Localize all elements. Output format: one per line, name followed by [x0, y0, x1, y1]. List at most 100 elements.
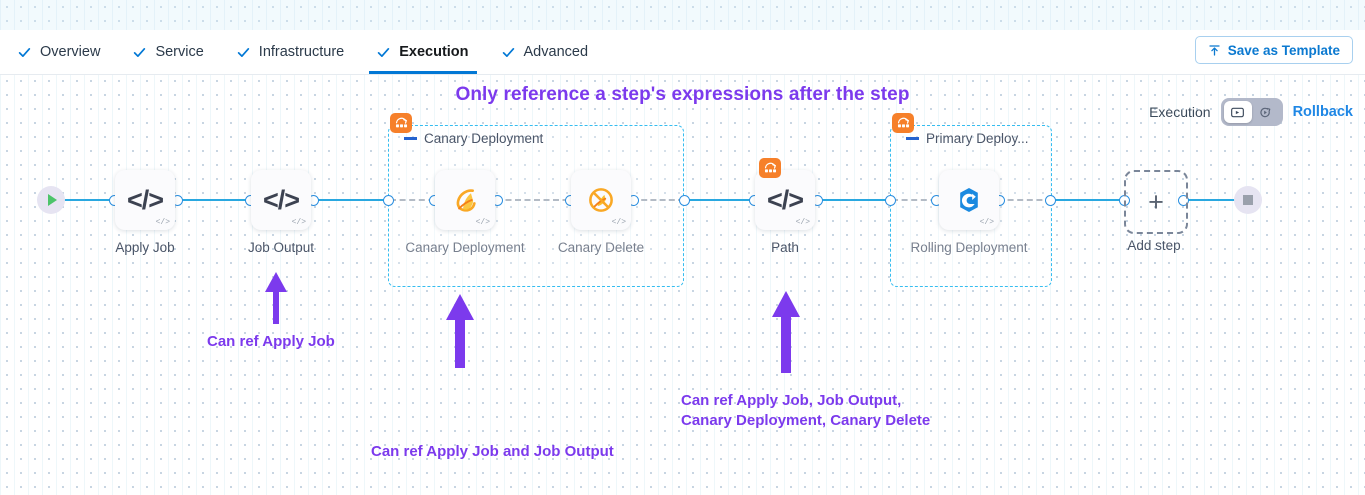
- edge-path-group2: [816, 199, 894, 201]
- tab-label: Execution: [399, 44, 469, 60]
- port[interactable]: [1178, 195, 1189, 206]
- check-icon: [134, 47, 146, 57]
- code-icon: </>: [126, 184, 164, 215]
- code-icon: </>: [262, 184, 300, 215]
- check-icon: [377, 47, 390, 57]
- annotation-line-2: Canary Deployment, Canary Delete: [681, 412, 931, 429]
- step-node-canary-delete[interactable]: </>: [571, 170, 631, 230]
- edge-applyjob-joboutput: [176, 199, 258, 201]
- edge-group1-path: [682, 199, 760, 201]
- execution-play-rect-icon: [1231, 107, 1244, 117]
- step-label-canary-delete: Canary Delete: [557, 240, 645, 255]
- add-step-button[interactable]: +: [1124, 170, 1188, 234]
- execution-label: Execution: [1149, 104, 1211, 120]
- step-group-icon: [897, 117, 909, 128]
- code-badge-icon: </>: [611, 218, 626, 227]
- execution-mode-button[interactable]: [1223, 101, 1252, 123]
- group-collapse-dash[interactable]: [906, 137, 919, 140]
- canvas-top-strip: [0, 0, 1365, 30]
- tab-bar: Overview Service Infrastructure Executio…: [0, 30, 1365, 75]
- tab-infrastructure[interactable]: Infrastructure: [237, 30, 344, 74]
- check-icon: [502, 47, 514, 57]
- execution-rollback-control: Execution Rollback: [1149, 98, 1353, 126]
- step-label-job-output: Job Output: [247, 240, 315, 255]
- edge-group2-addstep: [1050, 199, 1128, 201]
- active-tab-underline: [369, 71, 477, 74]
- step-node-path[interactable]: </> </>: [755, 170, 815, 230]
- execution-mode-toggle[interactable]: [1220, 98, 1283, 126]
- group-title-label: Primary Deploy...: [926, 131, 1029, 146]
- pipeline-end-node[interactable]: [1234, 186, 1262, 214]
- step-node-canary-deployment[interactable]: </>: [435, 170, 495, 230]
- code-badge-icon: </>: [795, 218, 810, 227]
- port[interactable]: [885, 195, 896, 206]
- edge-rolling-group2end: [998, 199, 1052, 201]
- group-collapse-dash[interactable]: [404, 137, 417, 140]
- tab-label: Service: [155, 44, 204, 60]
- stop-icon: [1243, 195, 1253, 205]
- check-icon: [18, 47, 31, 57]
- edge-canarydeploy-canarydelete: [496, 199, 578, 201]
- group-title-label: Canary Deployment: [424, 131, 544, 146]
- group-canary-deployment[interactable]: [388, 125, 684, 287]
- edge-group2-rolling: [892, 199, 946, 201]
- edge-start-applyjob: [60, 199, 122, 201]
- tab-overview[interactable]: Overview: [18, 30, 100, 74]
- tab-execution[interactable]: Execution: [369, 30, 477, 74]
- rollback-mode-button[interactable]: [1252, 101, 1280, 123]
- save-as-template-button[interactable]: Save as Template: [1194, 36, 1353, 64]
- annotation-arrow-1: [265, 272, 287, 324]
- add-step-label: Add step: [1127, 238, 1181, 253]
- code-badge-icon: </>: [155, 218, 170, 227]
- code-icon: </>: [766, 184, 804, 215]
- tab-label: Overview: [40, 44, 101, 60]
- tab-label: Advanced: [523, 44, 589, 60]
- tab-advanced[interactable]: Advanced: [502, 30, 589, 74]
- edge-addstep-end: [1182, 199, 1244, 201]
- save-as-template-label: Save as Template: [1227, 42, 1340, 58]
- step-label-path: Path: [771, 240, 799, 255]
- step-group-icon: [395, 117, 407, 128]
- canvas-background: [0, 74, 1365, 495]
- code-badge-icon: </>: [475, 218, 490, 227]
- group-title-canary-deployment: Canary Deployment: [404, 131, 543, 146]
- page-title: Only reference a step's expressions afte…: [455, 84, 910, 105]
- canary-bird-icon: [456, 189, 476, 212]
- annotation-arrow-3: [772, 291, 800, 373]
- rollback-play-circle-icon: [1260, 107, 1271, 117]
- group-title-primary-deployment: Primary Deploy...: [906, 131, 1029, 146]
- port[interactable]: [1045, 195, 1056, 206]
- step-group-icon: [764, 162, 776, 173]
- annotation-text-2: Can ref Apply Job and Job Output: [371, 443, 614, 460]
- step-node-rolling-deployment[interactable]: </>: [939, 170, 999, 230]
- port[interactable]: [679, 195, 690, 206]
- check-icon: [237, 47, 250, 57]
- annotation-text-3: Can ref Apply Job, Job Output, Canary De…: [681, 391, 930, 431]
- tab-service[interactable]: Service: [133, 30, 204, 74]
- code-badge-icon: </>: [291, 218, 306, 227]
- annotation-arrow-2: [446, 294, 474, 368]
- step-label-rolling-deployment: Rolling Deployment: [910, 240, 1028, 255]
- step-node-apply-job[interactable]: </> </>: [115, 170, 175, 230]
- play-icon: [48, 194, 57, 206]
- upload-icon: [1209, 44, 1220, 56]
- pipeline-canvas: Canary Deployment Primary Deploy...: [0, 74, 1365, 495]
- pipeline-start-node[interactable]: [37, 186, 65, 214]
- step-group-badge: [892, 113, 914, 133]
- rolling-swirl-icon: [960, 188, 978, 212]
- plus-icon: +: [1148, 186, 1164, 217]
- step-group-badge: [390, 113, 412, 133]
- rollback-link[interactable]: Rollback: [1292, 104, 1353, 120]
- edge-group1-canarydeploy: [390, 199, 444, 201]
- canary-delete-icon: [589, 188, 613, 212]
- code-badge-icon: </>: [979, 218, 994, 227]
- port[interactable]: [383, 195, 394, 206]
- edge-joboutput-group1: [312, 199, 392, 201]
- annotation-line-1: Can ref Apply Job, Job Output,: [681, 392, 902, 409]
- step-node-job-output[interactable]: </> </>: [251, 170, 311, 230]
- step-label-apply-job: Apply Job: [115, 240, 175, 255]
- tab-label: Infrastructure: [258, 44, 345, 60]
- step-label-canary-deployment: Canary Deployment: [405, 240, 525, 255]
- step-group-badge: [759, 158, 781, 178]
- annotation-text-1: Can ref Apply Job: [207, 333, 335, 350]
